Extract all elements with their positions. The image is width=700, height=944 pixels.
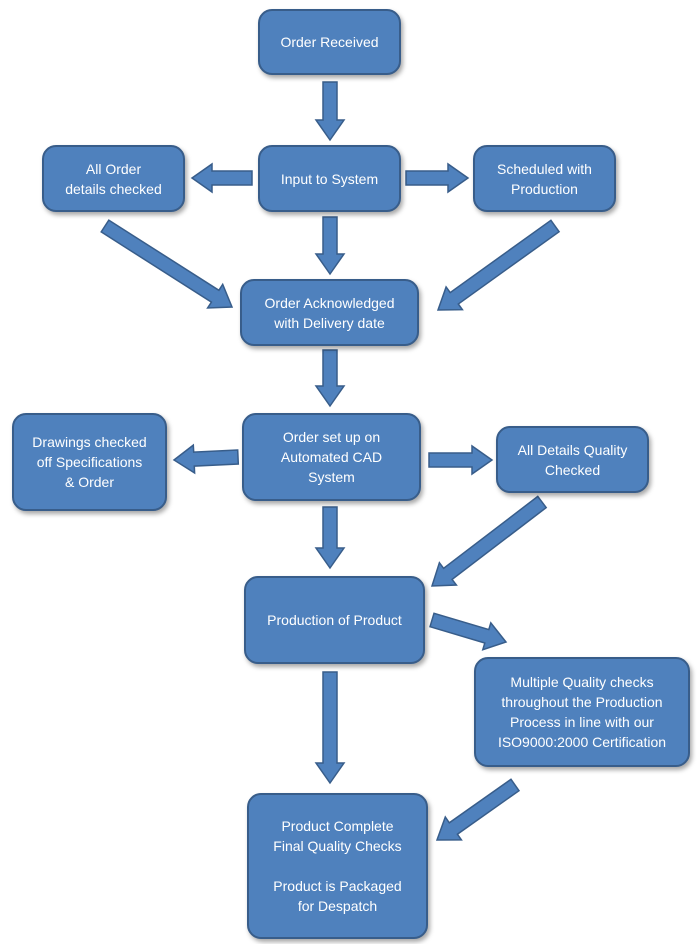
arrow-received-to-input — [314, 81, 346, 142]
multiple-quality-checks-label: Multiple Quality checks throughout the P… — [497, 674, 667, 750]
drawings-checked-label: Drawings checked off Specifications & Or… — [32, 434, 147, 490]
scheduled-production-label: Scheduled with Production — [497, 160, 592, 197]
arrow-cad-to-drawings — [172, 443, 240, 475]
scheduled-production-box: Scheduled with Production — [473, 145, 616, 212]
all-details-quality-box: All Details Quality Checked — [496, 426, 649, 493]
order-setup-cad-box: Order set up on Automated CAD System — [242, 413, 421, 501]
order-received-label: Order Received — [280, 34, 379, 50]
input-to-system-label: Input to System — [280, 170, 379, 187]
all-order-details-label: All Order details checked — [65, 160, 162, 197]
production-of-product-box: Production of Product — [244, 576, 425, 664]
arrow-details-to-acknowledged — [100, 219, 234, 309]
order-setup-cad-label: Order set up on Automated CAD System — [280, 429, 383, 485]
arrow-quality-to-production — [430, 495, 548, 587]
input-to-system-box: Input to System — [258, 145, 401, 212]
arrow-input-to-details — [190, 162, 253, 194]
arrow-cad-to-production — [314, 506, 346, 570]
all-details-quality-label: All Details Quality Checked — [517, 441, 628, 478]
order-acknowledged-label: Order Acknowledged with Delivery date — [264, 294, 395, 331]
order-received-box: Order Received — [258, 9, 401, 75]
arrow-input-to-scheduled — [405, 162, 470, 194]
arrow-production-to-multiple — [429, 612, 508, 651]
all-order-details-box: All Order details checked — [42, 145, 185, 212]
arrow-scheduled-to-acknowledged — [436, 219, 561, 311]
production-of-product-label: Production of Product — [267, 612, 402, 628]
order-acknowledged-box: Order Acknowledged with Delivery date — [240, 279, 419, 346]
arrow-input-to-acknowledged — [314, 216, 346, 276]
arrow-multiple-to-complete — [435, 778, 521, 841]
arrow-cad-to-quality — [428, 444, 494, 476]
arrow-acknowledged-to-cad — [314, 349, 346, 408]
arrow-production-to-complete — [314, 671, 346, 785]
product-complete-box: Product Complete Final Quality Checks Pr… — [247, 793, 428, 939]
multiple-quality-checks-box: Multiple Quality checks throughout the P… — [474, 657, 690, 767]
drawings-checked-box: Drawings checked off Specifications & Or… — [12, 413, 167, 511]
product-complete-label: Product Complete Final Quality Checks Pr… — [273, 818, 402, 914]
